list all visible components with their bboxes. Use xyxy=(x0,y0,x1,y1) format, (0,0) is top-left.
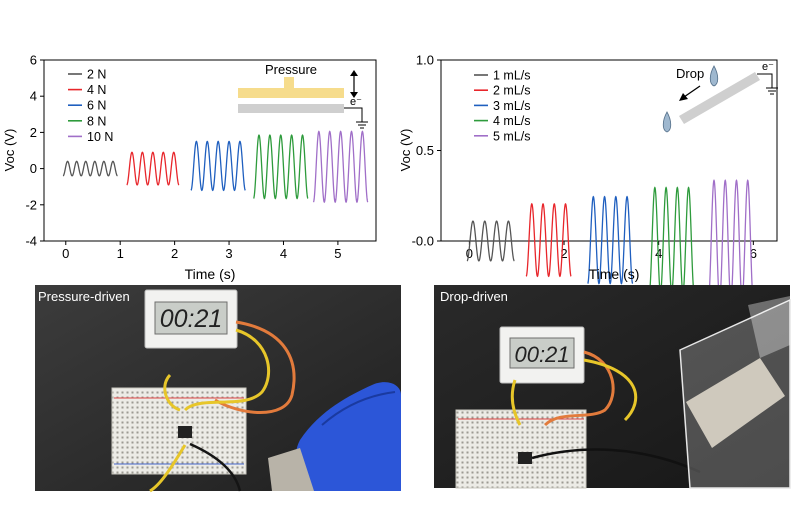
arrow-up-icon xyxy=(350,70,358,76)
inset-pressure-label: Pressure xyxy=(265,62,317,77)
right-legend-label: 2 mL/s xyxy=(493,84,531,98)
wire-orange-left xyxy=(214,320,296,414)
right-legend-label: 4 mL/s xyxy=(493,114,531,128)
right-ytick-label: 1.0 xyxy=(416,53,434,68)
timer-screen-right xyxy=(509,337,575,369)
wire-yellow-right-2 xyxy=(510,379,522,426)
left-ytick-label: 0 xyxy=(30,161,37,176)
plot-frame-left xyxy=(43,59,377,242)
left-series-3 xyxy=(190,140,246,192)
right-ylabel: Voc (V) xyxy=(398,129,413,172)
inset-drop-label: Drop xyxy=(676,66,704,81)
right-ytick-label: 0.5 xyxy=(416,143,434,158)
left-series-1 xyxy=(62,160,118,177)
right-xtick-label: 0 xyxy=(466,246,473,261)
right-legend-label: 3 mL/s xyxy=(493,99,531,113)
left-ytick-label: 4 xyxy=(30,89,37,104)
left-ytick-label: 6 xyxy=(30,53,37,68)
left-legend-label: 2 N xyxy=(87,68,106,82)
ground-wire xyxy=(344,107,363,122)
right-xtick-label: 2 xyxy=(560,246,567,261)
cloth-right xyxy=(686,358,785,448)
left-xlabel: Time (s) xyxy=(185,266,236,282)
right-xlabel: Time (s) xyxy=(589,266,640,282)
left-axes: -4 -2 0 2 4 6 0 1 2 3 4 5 xyxy=(25,53,341,262)
left-series-4 xyxy=(253,134,309,200)
timer-screen-left xyxy=(154,301,228,335)
breadboard-right xyxy=(455,409,587,489)
chip-left xyxy=(178,426,192,438)
left-series-2 xyxy=(126,151,180,186)
right-legend-label: 5 mL/s xyxy=(493,129,531,143)
left-legend-label: 6 N xyxy=(87,99,106,113)
left-legend-label: 4 N xyxy=(87,83,106,97)
left-ylabel: Voc (V) xyxy=(2,129,17,172)
right-series-3 xyxy=(587,195,634,285)
right-series-1 xyxy=(466,220,515,262)
left-ytick-label: 2 xyxy=(30,125,37,140)
timer-readout-right: 00:21 xyxy=(514,342,569,367)
ground-wire-right xyxy=(757,73,773,88)
inset-electron-label: e⁻ xyxy=(350,96,362,108)
wire-black-right xyxy=(531,448,701,474)
ground-icon xyxy=(356,121,368,129)
droplet-icon xyxy=(709,65,719,87)
press-plate xyxy=(238,88,344,98)
left-xtick-label: 1 xyxy=(117,246,124,261)
right-series-5 xyxy=(707,179,754,302)
right-xtick-label: 6 xyxy=(750,246,757,261)
left-ytick-label: -2 xyxy=(25,197,37,212)
photo-drop-driven: Drop-driven 00:21 xyxy=(434,285,791,489)
right-legend: 1 mL/s2 mL/s3 mL/s4 mL/s5 mL/s xyxy=(474,69,531,143)
arrow-icon xyxy=(679,93,688,101)
left-xtick-label: 4 xyxy=(280,246,287,261)
acrylic-top xyxy=(748,296,790,358)
wire-yellow-left xyxy=(183,328,271,412)
right-inset-schematic: Drop e⁻ xyxy=(662,61,778,133)
photo-pressure-driven: Pressure-driven 00:21 xyxy=(35,285,401,493)
droplet-icon-2 xyxy=(662,111,672,133)
electrode-layer xyxy=(238,104,344,113)
ground-icon-right xyxy=(766,87,778,95)
left-xtick-label: 0 xyxy=(62,246,69,261)
left-xtick-label: 2 xyxy=(171,246,178,261)
right-series-4 xyxy=(648,186,695,294)
wire-black-left xyxy=(189,442,242,492)
drop-arrow-shaft xyxy=(683,85,701,98)
left-series-5 xyxy=(312,130,369,204)
inset-electron-label-right: e⁻ xyxy=(762,61,774,73)
left-legend-label: 8 N xyxy=(87,114,106,128)
glove-fold xyxy=(321,391,396,426)
tilted-electrode xyxy=(679,72,760,124)
timer-readout-left: 00:21 xyxy=(160,305,223,333)
chip-right xyxy=(518,452,532,464)
arrow-down-icon xyxy=(350,92,358,98)
left-inset-schematic: Pressure e⁻ xyxy=(238,62,368,129)
right-ytick-label: -0.0 xyxy=(412,234,434,249)
right-legend-label: 1 mL/s xyxy=(493,69,531,83)
cloth-left xyxy=(268,448,314,491)
photo-left-label: Pressure-driven xyxy=(38,289,130,304)
left-xtick-label: 3 xyxy=(225,246,232,261)
glove-left xyxy=(295,382,401,491)
photo-right-label: Drop-driven xyxy=(440,289,508,304)
left-ytick-label: -4 xyxy=(25,234,37,249)
wire-yellow-left-2 xyxy=(163,373,181,412)
press-stem xyxy=(284,77,294,89)
chart-pressure: -4 -2 0 2 4 6 0 1 2 3 4 5 2 N4 N 6 N8 N 10 N Time (s)… xyxy=(2,53,377,282)
wire-yellow-left-3 xyxy=(149,444,187,493)
wire-yellow-right xyxy=(583,358,638,422)
left-xtick-label: 5 xyxy=(334,246,341,261)
left-legend-label: 10 N xyxy=(87,130,113,144)
left-legend: 2 N4 N 6 N8 N 10 N xyxy=(68,68,113,144)
left-series-group xyxy=(62,130,369,204)
right-series-2 xyxy=(525,202,572,278)
